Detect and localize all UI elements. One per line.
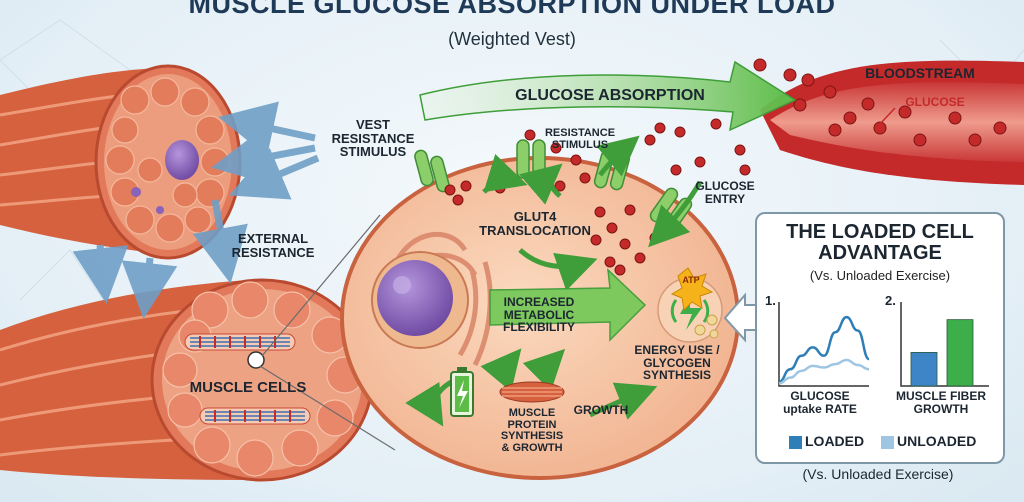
chart1-label: GLUCOSE uptake RATE (783, 389, 857, 416)
zoom-origin-circle (247, 351, 265, 369)
legend-loaded-label: LOADED (805, 433, 865, 449)
cell-nucleus (377, 260, 453, 336)
chart2-label: MUSCLE FIBER GROWTH (896, 389, 986, 416)
battery-icon (450, 367, 474, 417)
label-glut4-translocation: GLUT4 TRANSLOCATION (479, 209, 591, 238)
label-muscle-cells: MUSCLE CELLS (189, 379, 307, 396)
label-growth: GROWTH (573, 403, 629, 417)
panel-charts (778, 302, 989, 387)
chart2-bar-unloaded (910, 351, 938, 387)
panel-footer: (Vs. Unloaded Exercise) (802, 466, 954, 482)
myofibril-top (184, 333, 296, 351)
legend-loaded-swatch (789, 436, 802, 449)
label-external-resistance: EXTERNAL RESISTANCE (231, 231, 315, 260)
stimulus-arrows (72, 101, 320, 319)
small-green-arrows (405, 135, 703, 427)
upper-muscle-bundle (0, 64, 242, 260)
upper-nucleus (165, 140, 199, 180)
label-bloodstream: BLOODSTREAM (865, 65, 975, 81)
label-vest-stimulus: VEST RESISTANCE STIMULUS (331, 117, 415, 160)
label-metabolic-flexibility: INCREASED METABOLIC FLEXIBILITY (503, 295, 575, 335)
chart1-series-loaded (778, 315, 870, 384)
legend-unloaded-swatch (881, 436, 894, 449)
label-atp: ATP (682, 275, 700, 285)
chart2-number: 2. (885, 293, 896, 308)
glucose-absorption-arrow (419, 60, 797, 132)
myofibril-bottom (199, 407, 311, 425)
label-glucose: GLUCOSE (905, 95, 965, 109)
atp-burst (670, 267, 714, 312)
label-resistance-stimulus: RESISTANCE STIMULUS (544, 127, 616, 151)
chart1-axes (778, 302, 869, 387)
muscle-fiber-icon (499, 381, 565, 403)
chart2-bar-loaded (946, 319, 974, 387)
panel-title: THE LOADED CELL ADVANTAGE (786, 221, 974, 264)
panel-subtitle: (Vs. Unloaded Exercise) (809, 268, 951, 283)
label-glucose-absorption: GLUCOSE ABSORPTION (515, 87, 705, 104)
page-subtitle: (Weighted Vest) (448, 29, 576, 49)
label-glucose-entry: GLUCOSE ENTRY (695, 179, 755, 206)
chart1-number: 1. (765, 293, 776, 308)
advantage-panel: THE LOADED CELL ADVANTAGE (Vs. Unloaded … (755, 212, 1005, 464)
metabolic-arrow (489, 268, 647, 342)
chart1-series-unloaded (778, 358, 870, 385)
page-title: MUSCLE GLUCOSE ABSORPTION UNDER LOAD (188, 0, 836, 19)
label-protein-synthesis: MUSCLE PROTEIN SYNTHESIS & GROWTH (500, 407, 564, 454)
legend-unloaded-label: UNLOADED (897, 433, 977, 449)
bloodstream-vessel (753, 58, 1024, 185)
lower-muscle-bundle (0, 214, 396, 482)
label-energy-use: ENERGY USE / GLYCOGEN SYNTHESIS (634, 343, 720, 383)
